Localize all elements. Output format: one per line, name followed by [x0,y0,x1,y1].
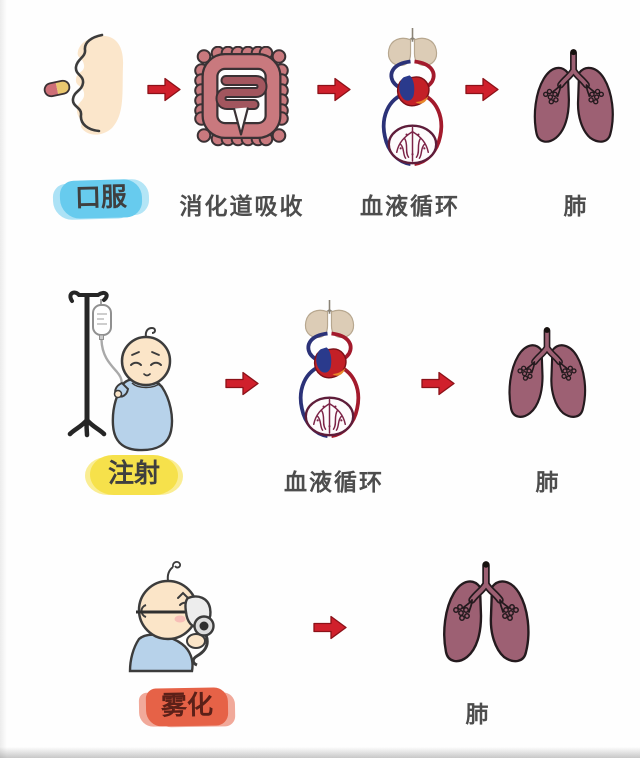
iv-drip-baby-illustration [60,283,190,453]
left-edge-shade [0,0,7,758]
step-label-blood-circulation: 血液循环 [284,470,384,496]
circulation-illustration [371,26,455,174]
arrow-right-icon [316,76,352,103]
step-label-digestive-absorption: 消化道吸收 [179,194,305,220]
intestines-illustration [194,46,290,148]
nebulizer-baby-illustration [122,552,237,677]
arrow-right-icon [224,370,260,397]
nebulization-highlight: 雾化 [145,687,229,727]
injection-highlight: 注射 [89,455,178,495]
arrow-right-icon [312,614,348,641]
oral-highlight: 口服 [59,178,143,219]
step-label-lung: 肺 [535,470,561,496]
step-label-lung: 肺 [563,194,589,220]
step-label-blood-circulation: 血液循环 [360,194,460,220]
arrow-right-icon [146,76,182,103]
arrow-right-icon [464,76,500,103]
circulation-illustration [288,298,372,446]
route-label-nebulization: 雾化 [131,687,243,727]
mouth-pill-illustration [38,30,143,142]
bottom-edge-shade [0,747,640,758]
route-label-injection: 注射 [78,455,190,495]
route-label-oral: 口服 [45,178,157,219]
lungs-illustration [527,48,620,148]
step-label-lung: 肺 [465,702,491,728]
lungs-illustration [502,326,592,423]
lungs-illustration [427,560,545,668]
arrow-right-icon [420,370,456,397]
